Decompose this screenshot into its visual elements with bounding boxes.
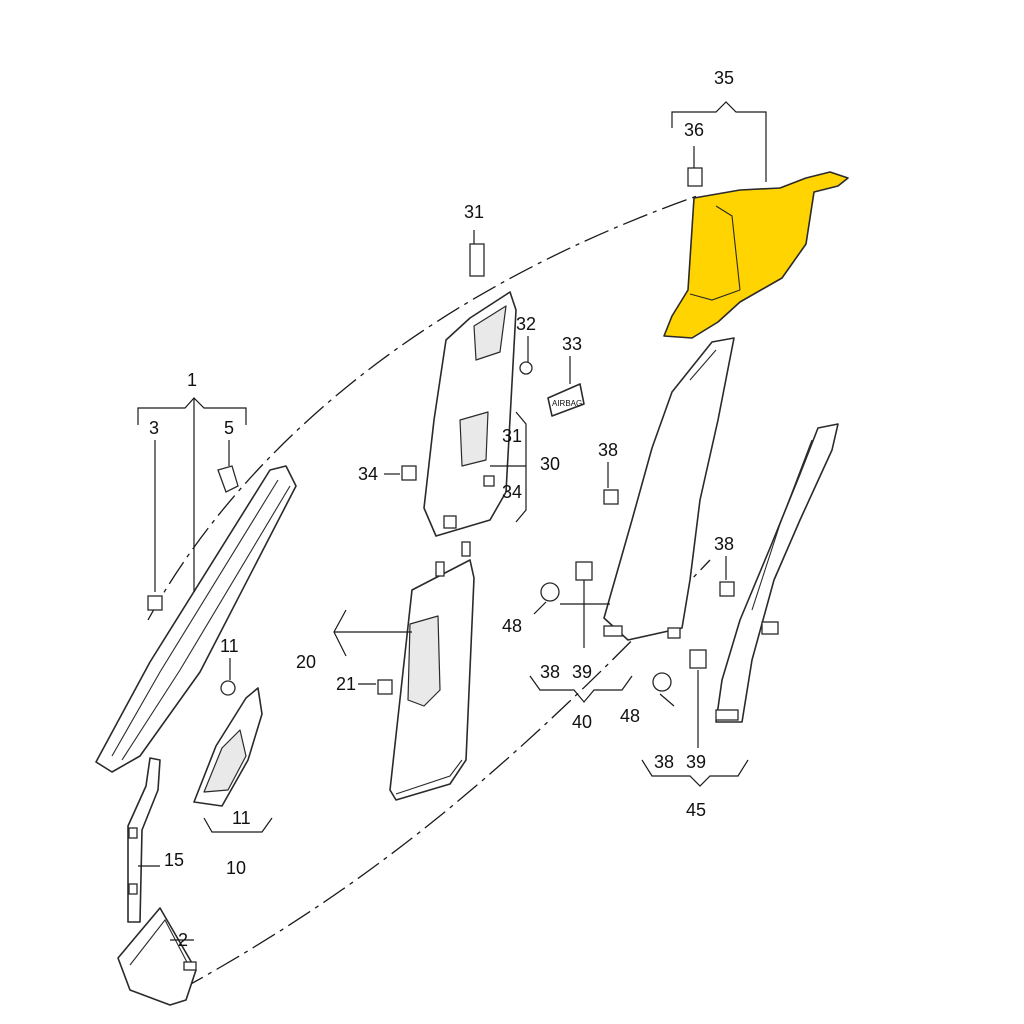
callout-33: 33 <box>562 334 582 354</box>
part-20-b-pillar-lower-trim[interactable] <box>389 541 475 801</box>
part-45-rear-trim-strip[interactable] <box>715 423 839 723</box>
callout-36: 36 <box>684 120 704 140</box>
callout-35: 35 <box>714 68 734 88</box>
part-15-bracket-strip[interactable] <box>127 757 161 923</box>
clip-38a[interactable] <box>603 489 619 505</box>
clip-38b[interactable] <box>719 581 735 597</box>
clip-39b[interactable] <box>689 649 707 669</box>
clip-39a[interactable] <box>575 561 593 581</box>
grommet-48b[interactable] <box>652 672 672 692</box>
callout-5: 5 <box>224 418 234 438</box>
callout-34b: 34 <box>502 482 522 502</box>
part-30-b-pillar-upper-trim[interactable] <box>423 291 517 537</box>
clip-5[interactable] <box>217 465 239 493</box>
grommet-48a[interactable] <box>540 582 560 602</box>
clip-36[interactable] <box>687 167 703 187</box>
callout-38b: 38 <box>714 534 734 554</box>
clip-31[interactable] <box>469 243 485 277</box>
callout-32: 32 <box>516 314 536 334</box>
part-33-airbag-badge[interactable]: AIRBAG <box>547 383 585 417</box>
callout-48a: 48 <box>502 616 522 636</box>
part-1-a-pillar-trim[interactable] <box>95 465 297 773</box>
callout-39b: 39 <box>686 752 706 772</box>
callout-15: 15 <box>164 850 184 870</box>
callout-11a: 11 <box>220 636 239 656</box>
airbag-badge-text: AIRBAG <box>552 399 582 408</box>
callout-20: 20 <box>296 652 316 672</box>
clip-34[interactable] <box>401 465 417 481</box>
callout-38c: 38 <box>540 662 560 682</box>
part-35-pillar-trim-highlighted[interactable] <box>663 171 849 339</box>
part-2-sill-trim[interactable] <box>117 907 197 1006</box>
callout-10: 10 <box>226 858 246 878</box>
leader-lines <box>137 101 767 941</box>
callout-1: 1 <box>187 370 197 390</box>
part-10-trim-cover[interactable] <box>193 687 263 807</box>
callout-labels: 1 3 5 11 11 10 15 2 20 21 31 32 33 34 31… <box>149 68 734 950</box>
screw-11[interactable] <box>220 680 236 696</box>
callout-38d: 38 <box>654 752 674 772</box>
callout-38a: 38 <box>598 440 618 460</box>
callout-11b: 11 <box>232 808 251 828</box>
callout-31a: 31 <box>464 202 484 222</box>
callout-3: 3 <box>149 418 159 438</box>
callout-2: 2 <box>178 930 188 950</box>
callout-39a: 39 <box>572 662 592 682</box>
callout-30: 30 <box>540 454 560 474</box>
callout-45: 45 <box>686 800 706 820</box>
callout-21: 21 <box>336 674 356 694</box>
assembly-guide-lower <box>179 559 711 991</box>
part-40-quarter-trim[interactable] <box>603 337 735 641</box>
clip-3[interactable] <box>147 595 163 611</box>
assembly-guide-upper <box>147 194 701 621</box>
screw-32[interactable] <box>519 361 533 375</box>
callout-48b: 48 <box>620 706 640 726</box>
clip-21[interactable] <box>377 679 393 695</box>
callout-34a: 34 <box>358 464 378 484</box>
callout-40: 40 <box>572 712 592 732</box>
callout-31b: 31 <box>502 426 522 446</box>
